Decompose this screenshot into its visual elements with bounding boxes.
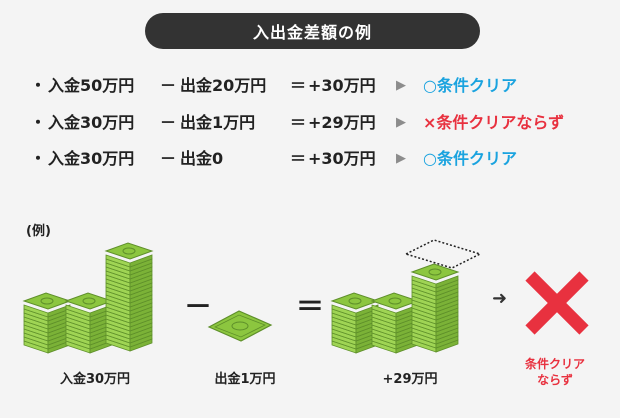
bullet: ・: [30, 113, 47, 132]
result-amount: +30万円: [308, 76, 376, 95]
deposit-amount: 入金30万円: [48, 149, 135, 168]
arrow-right-icon: ▶: [396, 78, 406, 93]
arrow-right-icon: ▶: [396, 151, 406, 166]
deposit-amount: 入金30万円: [48, 113, 135, 132]
deposit-amount: 入金50万円: [48, 76, 135, 95]
minus-sign: －: [160, 76, 177, 95]
cross-caption: 条件クリア ならず: [510, 356, 600, 388]
minus-operator: －: [184, 290, 213, 323]
withdraw-caption: 出金1万円: [214, 372, 276, 387]
result-amount: +29万円: [308, 113, 376, 132]
title-text: 入出金差額の例: [252, 23, 372, 42]
cross-mark-icon: [525, 271, 589, 335]
arrow-right-icon: ▶: [396, 115, 406, 130]
bullet: ・: [30, 149, 47, 168]
verdict-ok: ○条件クリア: [423, 76, 517, 95]
cross-caption-line2: ならず: [537, 373, 573, 387]
result-amount: +30万円: [308, 149, 376, 168]
result-caption: +29万円: [382, 372, 438, 387]
example-label: (例): [26, 224, 51, 239]
verdict-ng: ×条件クリアならず: [423, 113, 565, 132]
deposit-caption: 入金30万円: [59, 372, 131, 387]
verdict-ok: ○条件クリア: [423, 149, 517, 168]
withdraw-amount: 出金1万円: [180, 113, 256, 132]
equals-sign: ＝: [290, 149, 307, 168]
title-banner: 入出金差額の例: [145, 13, 480, 49]
equals-sign: ＝: [290, 113, 307, 132]
withdraw-amount: 出金20万円: [180, 76, 267, 95]
cross-caption-line1: 条件クリア: [524, 357, 585, 371]
money-stacks-result-icon: [331, 239, 483, 354]
bullet: ・: [30, 76, 47, 95]
arrow-right-icon: ➜: [492, 288, 508, 309]
withdraw-amount: 出金0: [180, 149, 224, 168]
minus-sign: －: [160, 113, 177, 132]
money-stacks-deposit-icon: [23, 242, 153, 354]
single-bill-icon: [207, 310, 273, 342]
equals-sign: ＝: [290, 76, 307, 95]
equals-operator: ＝: [296, 290, 325, 323]
minus-sign: －: [160, 149, 177, 168]
